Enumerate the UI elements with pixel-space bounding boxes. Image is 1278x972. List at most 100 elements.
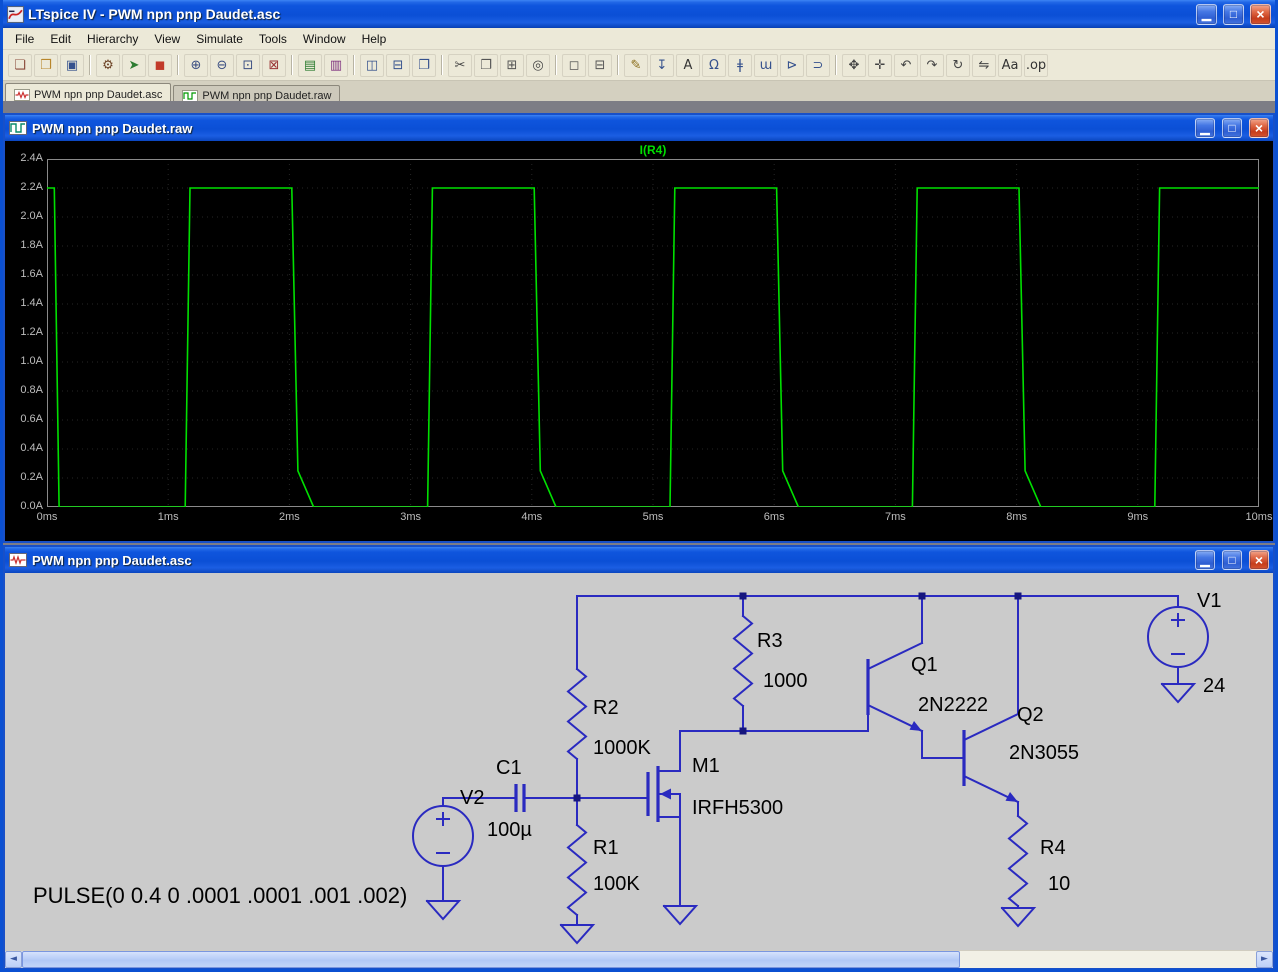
move-icon[interactable]: ✥ (842, 53, 866, 77)
label-R4-value[interactable]: 10 (1048, 873, 1070, 895)
redo-icon[interactable]: ↷ (920, 53, 944, 77)
menu-file[interactable]: File (15, 31, 35, 46)
component-icon[interactable]: ⊃ (806, 53, 830, 77)
label-R1-ref[interactable]: R1 (593, 837, 619, 859)
drag-icon[interactable]: ✛ (868, 53, 892, 77)
main-titlebar[interactable]: LTspice IV - PWM npn pnp Daudet.asc ▁ □ … (3, 0, 1275, 28)
tile-horizontal-icon[interactable]: ⊟ (386, 53, 410, 77)
ground-icon[interactable]: ↧ (650, 53, 674, 77)
waveform-titlebar[interactable]: PWM npn pnp Daudet.raw ▁ □ × (5, 115, 1273, 141)
schematic-minimize-button[interactable]: ▁ (1195, 550, 1215, 570)
copy-icon[interactable]: ❐ (474, 53, 498, 77)
maximize-button[interactable]: □ (1223, 3, 1244, 25)
schematic-pane[interactable]: V1 24 V2 C1 100µ R2 1000K R1 100K R3 100… (5, 573, 1273, 950)
text-icon[interactable]: Aa (998, 53, 1022, 77)
component-Q2[interactable] (962, 712, 1020, 804)
label-M1-value[interactable]: IRFH5300 (692, 797, 783, 819)
label-Q1-value[interactable]: 2N2222 (918, 694, 988, 716)
label-V2-pulse-directive[interactable]: PULSE(0 0.4 0 .0001 .0001 .001 .002) (33, 883, 407, 908)
component-V1[interactable] (1147, 606, 1209, 703)
component-R2[interactable] (567, 668, 587, 760)
plot-settings-icon[interactable]: ▥ (324, 53, 348, 77)
zoom-area-icon[interactable]: ⊕ (184, 53, 208, 77)
zoom-back-icon[interactable]: ⊖ (210, 53, 234, 77)
rotate-icon[interactable]: ↻ (946, 53, 970, 77)
save-icon[interactable]: ▣ (60, 53, 84, 77)
halt-icon[interactable]: ◼ (148, 53, 172, 77)
label-V2-ref[interactable]: V2 (460, 787, 484, 809)
label-Q2-value[interactable]: 2N3055 (1009, 742, 1079, 764)
scroll-right-button[interactable]: ► (1256, 951, 1273, 968)
menu-window[interactable]: Window (302, 31, 346, 46)
scrollbar-track[interactable] (22, 951, 1256, 968)
capacitor-icon[interactable]: ǂ (728, 53, 752, 77)
tab-waveform[interactable]: PWM npn pnp Daudet.raw (173, 85, 341, 105)
label-R2-ref[interactable]: R2 (593, 697, 619, 719)
menu-edit[interactable]: Edit (50, 31, 72, 46)
paste-icon[interactable]: ⊞ (500, 53, 524, 77)
label-V1-value[interactable]: 24 (1203, 675, 1225, 697)
label-R3-ref[interactable]: R3 (757, 630, 783, 652)
label-C1-ref[interactable]: C1 (496, 757, 522, 779)
spice-directive-icon[interactable]: .op (1024, 53, 1048, 77)
menu-view[interactable]: View (154, 31, 181, 46)
minimize-button[interactable]: ▁ (1196, 3, 1217, 25)
component-M1[interactable] (646, 766, 697, 925)
schematic-canvas[interactable]: V1 24 V2 C1 100µ R2 1000K R1 100K R3 100… (5, 573, 1273, 950)
undo-icon[interactable]: ↶ (894, 53, 918, 77)
waveform-minimize-button[interactable]: ▁ (1195, 118, 1215, 138)
component-R3[interactable] (733, 615, 753, 707)
schematic-close-button[interactable]: × (1249, 550, 1269, 570)
scrollbar-thumb[interactable] (22, 951, 960, 968)
menu-hierarchy[interactable]: Hierarchy (87, 31, 139, 46)
waveform-maximize-button[interactable]: □ (1222, 118, 1242, 138)
close-button[interactable]: × (1250, 3, 1271, 25)
label-R2-value[interactable]: 1000K (593, 737, 651, 759)
inductor-icon[interactable]: ɯ (754, 53, 778, 77)
menu-help[interactable]: Help (361, 31, 387, 46)
component-R1[interactable] (560, 824, 594, 944)
tile-vertical-icon[interactable]: ◫ (360, 53, 384, 77)
pan-icon[interactable]: ⊠ (262, 53, 286, 77)
trace-label[interactable]: I(R4) (639, 143, 667, 157)
schematic-maximize-button[interactable]: □ (1222, 550, 1242, 570)
component-R4[interactable] (1001, 815, 1035, 927)
waveform-close-button[interactable]: × (1249, 118, 1269, 138)
component-Q1[interactable] (866, 641, 924, 733)
horizontal-scrollbar[interactable]: ◄ ► (5, 950, 1273, 968)
print-icon[interactable]: ⊟ (588, 53, 612, 77)
print-preview-icon[interactable]: ◻ (562, 53, 586, 77)
label-C1-value[interactable]: 100µ (487, 819, 532, 841)
mirror-icon[interactable]: ⇋ (972, 53, 996, 77)
label-Q1-ref[interactable]: Q1 (911, 654, 938, 676)
diode-icon[interactable]: ⊳ (780, 53, 804, 77)
control-panel-icon[interactable]: ⚙ (96, 53, 120, 77)
resistor-icon[interactable]: Ω (702, 53, 726, 77)
label-R1-value[interactable]: 100K (593, 873, 640, 895)
wire-icon[interactable]: ✎ (624, 53, 648, 77)
menu-simulate[interactable]: Simulate (196, 31, 243, 46)
label-R4-ref[interactable]: R4 (1040, 837, 1066, 859)
schematic-titlebar[interactable]: PWM npn pnp Daudet.asc ▁ □ × (5, 547, 1273, 573)
net-label-icon[interactable]: A (676, 53, 700, 77)
component-V2[interactable] (412, 805, 474, 920)
tab-schematic[interactable]: PWM npn pnp Daudet.asc (5, 83, 172, 105)
wires[interactable] (442, 595, 1179, 926)
zoom-fit-icon[interactable]: ⊡ (236, 53, 260, 77)
autorange-icon[interactable]: ▤ (298, 53, 322, 77)
menu-tools[interactable]: Tools (258, 31, 287, 46)
label-V1-ref[interactable]: V1 (1197, 590, 1221, 612)
label-M1-ref[interactable]: M1 (692, 755, 720, 777)
new-schematic-icon[interactable]: ❏ (8, 53, 32, 77)
label-Q2-ref[interactable]: Q2 (1017, 704, 1044, 726)
waveform-plot[interactable] (47, 159, 1259, 507)
label-R3-value[interactable]: 1000 (763, 670, 808, 692)
cut-icon[interactable]: ✂ (448, 53, 472, 77)
component-C1[interactable] (514, 784, 526, 812)
open-file-icon[interactable]: ❒ (34, 53, 58, 77)
cascade-windows-icon[interactable]: ❐ (412, 53, 436, 77)
find-icon[interactable]: ◎ (526, 53, 550, 77)
scroll-left-button[interactable]: ◄ (5, 951, 22, 968)
run-icon[interactable]: ➤ (122, 53, 146, 77)
